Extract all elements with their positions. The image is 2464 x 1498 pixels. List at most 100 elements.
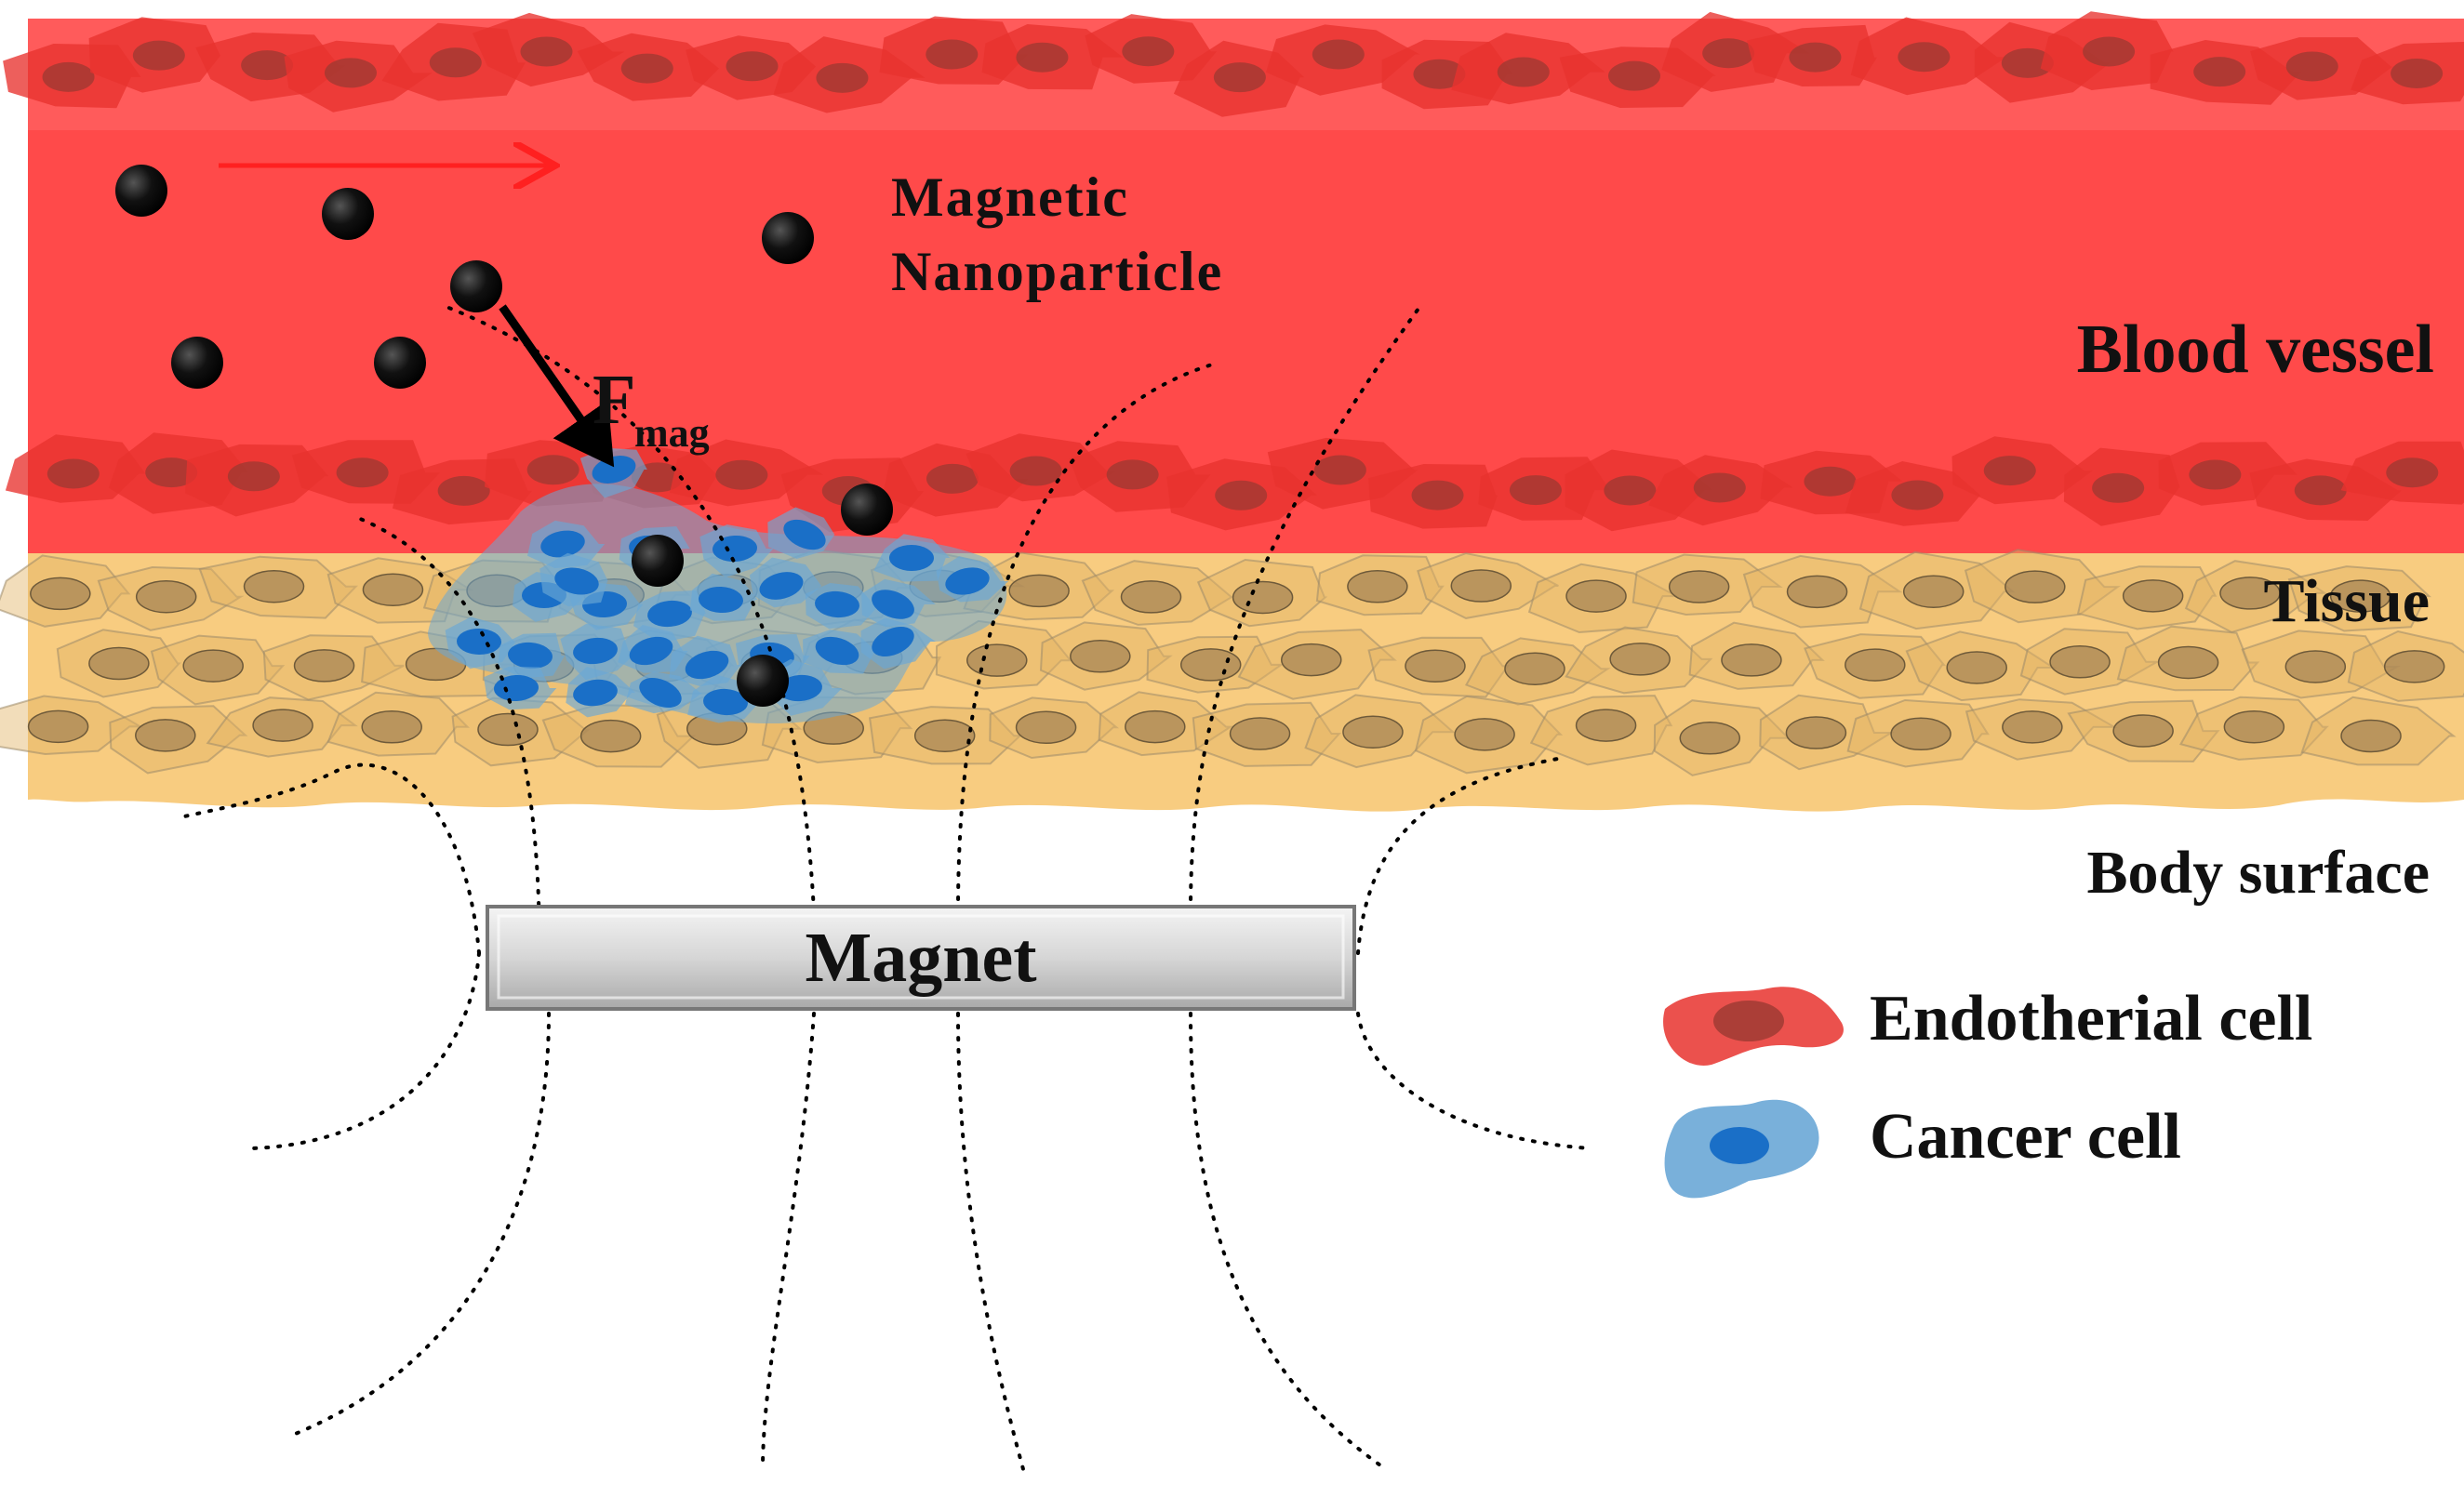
nanoparticle-label-line2: Nanoparticle xyxy=(891,241,1223,302)
cancer-cell-nucleus xyxy=(573,637,618,665)
endothelial-cell-nucleus xyxy=(324,58,377,88)
tissue-cell-nucleus xyxy=(135,579,197,614)
tissue-cell-nucleus xyxy=(2284,650,2347,683)
tissue-cell-nucleus xyxy=(2002,710,2063,744)
tissue-cell-nucleus xyxy=(1347,570,1408,603)
legend: Endotherial cell Cancer cell xyxy=(1663,983,2312,1199)
tissue-cell-nucleus xyxy=(477,712,539,747)
magnetic-nanoparticles xyxy=(115,165,893,707)
endothelial-cell-nucleus xyxy=(1312,39,1365,70)
endothelial-cell-nucleus xyxy=(1789,42,1842,73)
endothelial-cell-nucleus xyxy=(2083,36,2136,67)
endothelial-cell-nucleus xyxy=(1804,466,1857,497)
tissue-cell-nucleus xyxy=(2157,645,2219,680)
endothelial-cell-nucleus xyxy=(429,47,482,78)
tissue-cell-nucleus xyxy=(2223,709,2285,744)
endothelial-cell-nucleus xyxy=(1608,60,1661,91)
endothelial-cell-nucleus xyxy=(2189,459,2242,490)
blood-vessel-label: Blood vessel xyxy=(2077,312,2434,388)
tissue-cell-nucleus xyxy=(2340,719,2402,753)
endothelial-cell-nucleus xyxy=(2386,457,2439,488)
tissue-cell-nucleus xyxy=(30,577,91,611)
tissue-cell-nucleus xyxy=(1565,579,1627,613)
endothelial-cell-nucleus xyxy=(1497,57,1550,87)
tissue-cell-nucleus xyxy=(1342,715,1404,749)
nanoparticle xyxy=(115,165,167,217)
tissue-cell-nucleus xyxy=(966,643,1028,677)
cancer-cell-nucleus xyxy=(945,567,990,595)
cancer-cell-nucleus xyxy=(573,679,618,707)
tissue-cell-nucleus xyxy=(1232,580,1294,615)
cancer-cell-nucleus xyxy=(815,636,859,666)
tissue-cell-nucleus xyxy=(182,649,244,683)
tissue-cell-nucleus xyxy=(2329,579,2391,613)
endothelial-cell-nucleus xyxy=(526,455,579,485)
tissue-cell-nucleus xyxy=(1454,718,1515,751)
tissue-cell-nucleus xyxy=(1785,716,1847,749)
nanoparticle xyxy=(841,484,893,536)
cancer-cell-nucleus xyxy=(889,544,934,572)
nanoparticle xyxy=(374,337,426,389)
endothelial-cell-nucleus xyxy=(1891,480,1944,510)
endothelial-cell-nucleus xyxy=(1122,36,1175,67)
tissue-cell-nucleus xyxy=(2112,714,2174,748)
tissue-cell-nucleus xyxy=(2383,650,2445,683)
legend-label-endothelial: Endotherial cell xyxy=(1870,983,2312,1054)
endothelial-cell-nucleus xyxy=(1411,480,1464,510)
endothelial-cell-nucleus xyxy=(42,61,95,92)
nanoparticle xyxy=(171,337,223,389)
tissue-cell-nucleus xyxy=(243,570,305,603)
legend-label-cancer: Cancer cell xyxy=(1870,1101,2181,1173)
tissue-cell-nucleus xyxy=(1890,717,1951,751)
tissue-cell-nucleus xyxy=(1721,643,1782,677)
endothelial-cell-nucleus xyxy=(145,457,198,488)
tissue-cell-nucleus xyxy=(1609,643,1671,676)
endothelial-cell-nucleus xyxy=(1413,59,1466,89)
endothelial-cell-nucleus xyxy=(715,459,768,490)
endothelial-cell-nucleus xyxy=(631,462,684,493)
nanoparticle xyxy=(762,212,814,264)
cancer-cell-legend-icon xyxy=(1664,1099,1819,1199)
endothelial-cell-nucleus xyxy=(2294,475,2347,506)
force-label-subscript: mag xyxy=(634,410,710,456)
tissue-cell-nucleus xyxy=(252,709,313,742)
tissue-cell-nucleus xyxy=(2122,579,2184,613)
endothelial-cell-nucleus xyxy=(926,463,979,494)
endothelial-cell-nucleus xyxy=(520,36,573,67)
cancer-cell-nucleus xyxy=(872,590,914,619)
tissue-cell-nucleus xyxy=(1015,710,1077,744)
tissue-cell-nucleus xyxy=(1008,574,1070,608)
endothelial-cell-nucleus xyxy=(2092,472,2145,503)
cancer-cell-nucleus xyxy=(699,586,743,614)
tissue-cell-nucleus xyxy=(1668,570,1730,603)
cancer-cell-nucleus xyxy=(639,677,682,709)
tissue-cell-nucleus xyxy=(1405,649,1466,683)
tissue-cell-nucleus xyxy=(1786,575,1848,609)
endothelial-cell-nucleus xyxy=(2391,59,2444,89)
endothelial-cell-nucleus xyxy=(336,457,389,488)
tissue-cell-nucleus xyxy=(1281,643,1342,677)
cancer-cell-nucleus xyxy=(629,636,673,666)
tissue-cell-nucleus xyxy=(1450,569,1512,603)
endothelial-cell-nucleus xyxy=(926,39,979,70)
nanoparticle xyxy=(737,655,789,707)
endothelial-cell-nucleus xyxy=(816,62,869,93)
tissue-label: Tissue xyxy=(2263,567,2430,635)
magnet-label: Magnet xyxy=(805,919,1036,997)
tissue-cell-nucleus xyxy=(1946,651,2007,684)
endothelial-cell-nucleus xyxy=(1898,42,1951,73)
tissue-cell-nucleus xyxy=(1575,709,1637,742)
tissue-cell-nucleus xyxy=(579,719,642,753)
tissue-cell-nucleus xyxy=(88,646,150,681)
nanoparticle-label-line1: Magnetic xyxy=(891,166,1129,228)
nanoparticle xyxy=(632,535,684,587)
endothelial-cell-legend-icon xyxy=(1663,987,1844,1066)
endothelial-cell-nucleus xyxy=(437,475,490,506)
magnetic-field-lines-icon xyxy=(175,300,1592,1471)
force-label: F xyxy=(593,361,635,439)
endothelial-cell-nucleus xyxy=(1215,480,1268,510)
cancer-cell-nucleus xyxy=(494,674,539,702)
endothelial-cell-nucleus xyxy=(1604,475,1657,506)
cancer-cell-nucleus xyxy=(759,572,804,600)
